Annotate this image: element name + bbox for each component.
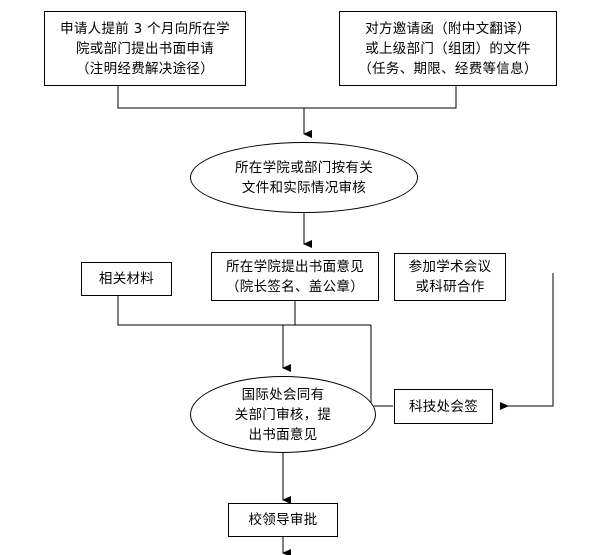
node-related-materials-label: 相关材料 (98, 271, 155, 287)
node-school-leader-approval-label: 校领导审批 (248, 512, 318, 528)
node-international-office-review-label: 国际处会同有 关部门审核，提 出书面意见 (234, 386, 332, 443)
node-applicant-request[interactable]: 申请人提前 3 个月向所在学 院或部门提出书面申请 （注明经费解决途径） (44, 11, 246, 86)
node-international-office-review[interactable]: 国际处会同有 关部门审核，提 出书面意见 (190, 376, 376, 453)
node-college-review-label: 所在学院或部门按有关 文件和实际情况审核 (235, 159, 373, 196)
node-science-tech-office-sign-label: 科技处会签 (409, 398, 478, 415)
node-college-review[interactable]: 所在学院或部门按有关 文件和实际情况审核 (190, 142, 418, 213)
node-invitation-letter[interactable]: 对方邀请函（附中文翻译） 或上级部门（组团）的文件 （任务、期限、经费等信息） (339, 11, 557, 86)
node-science-tech-office-sign[interactable]: 科技处会签 (394, 389, 493, 424)
node-college-written-opinion[interactable]: 所在学院提出书面意见 （院长签名、盖公章） (211, 252, 379, 301)
node-related-materials[interactable]: 相关材料 (81, 262, 172, 296)
node-invitation-letter-label: 对方邀请函（附中文翻译） 或上级部门（组团）的文件 （任务、期限、经费等信息） (358, 20, 538, 77)
connector-materials-bus (117, 296, 371, 326)
node-school-leader-approval[interactable]: 校领导审批 (228, 503, 338, 537)
node-college-written-opinion-label: 所在学院提出书面意见 （院长签名、盖公章） (226, 258, 364, 295)
node-academic-conference[interactable]: 参加学术会议 或科研合作 (394, 253, 506, 301)
connector-conference-to-sci-tech (500, 273, 554, 410)
connector-top-bus (117, 86, 457, 109)
node-applicant-request-label: 申请人提前 3 个月向所在学 院或部门提出书面申请 （注明经费解决途径） (60, 20, 230, 77)
node-academic-conference-label: 参加学术会议 或科研合作 (408, 259, 492, 295)
